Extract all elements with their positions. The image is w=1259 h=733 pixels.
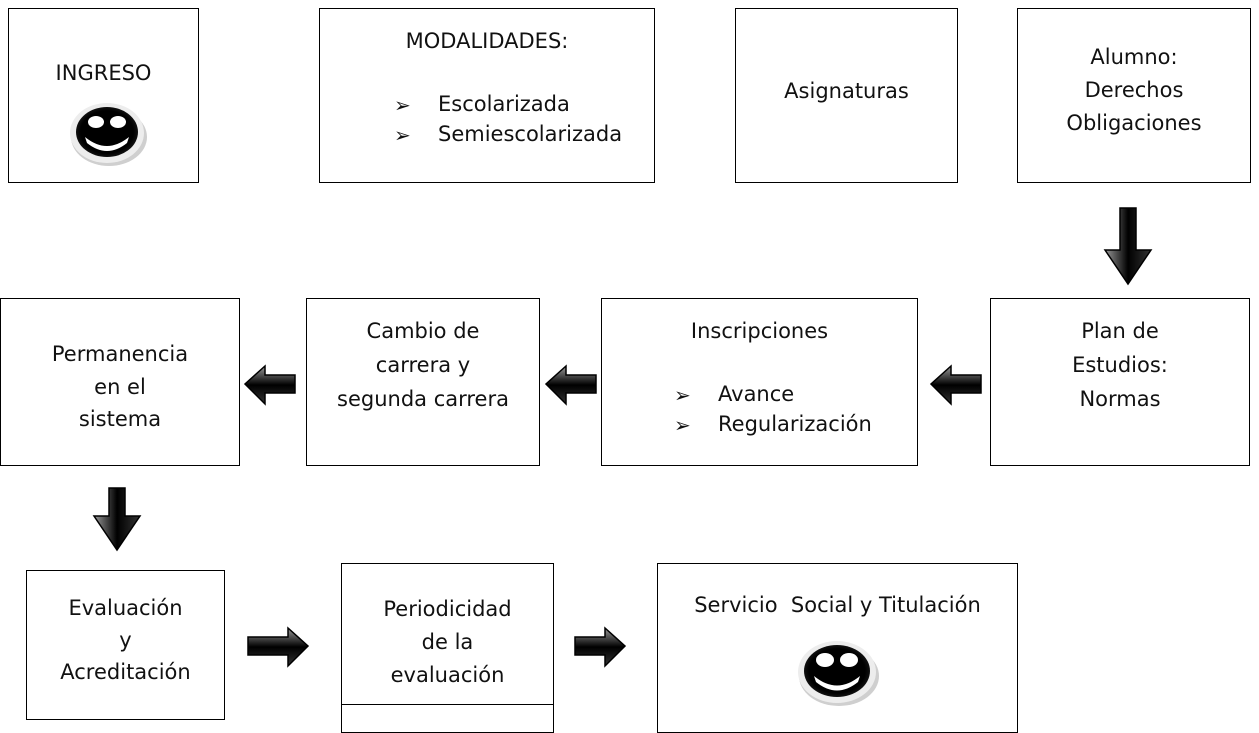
cambio-box: Cambio de carrera y segunda carrera — [306, 298, 540, 466]
inscripciones-box: Inscripciones ➢Avance ➢Regularización — [601, 298, 918, 466]
permanencia-box: Permanencia en el sistema — [0, 298, 240, 466]
arrow-down-icon — [92, 487, 142, 552]
permanencia-line-3: sistema — [78, 407, 162, 431]
arrowhead-bullet-icon: ➢ — [674, 413, 691, 437]
inscripciones-list: ➢Avance ➢Regularización — [672, 379, 872, 439]
divider — [341, 704, 554, 705]
servicio-box: Servicio Social y Titulación — [657, 563, 1018, 733]
evaluacion-line-2: y — [119, 628, 132, 652]
permanencia-line-2: en el — [94, 375, 146, 399]
periodicidad-line-2: de la — [421, 630, 474, 654]
plan-line-3: Normas — [1079, 387, 1161, 411]
plan-line-1: Plan de — [1081, 319, 1159, 343]
asignaturas-box: Asignaturas — [735, 8, 958, 183]
periodicidad-box: Periodicidad de la evaluación — [341, 563, 554, 733]
servicio-title: Servicio Social y Titulación — [694, 593, 981, 617]
list-item: ➢Semiescolarizada — [392, 119, 622, 149]
arrow-left-icon — [243, 364, 296, 406]
arrow-right-icon — [574, 626, 627, 668]
plan-line-2: Estudios: — [1072, 353, 1168, 377]
arrowhead-bullet-icon: ➢ — [674, 383, 691, 407]
plan-box: Plan de Estudios: Normas — [990, 298, 1250, 466]
arrowhead-bullet-icon: ➢ — [394, 93, 411, 117]
inscripciones-title: Inscripciones — [690, 319, 829, 343]
cambio-line-1: Cambio de — [366, 319, 480, 343]
evaluacion-line-1: Evaluación — [68, 596, 183, 620]
arrow-left-icon — [929, 364, 982, 406]
alumno-line-2: Derechos — [1084, 78, 1184, 102]
permanencia-line-1: Permanencia — [51, 342, 189, 366]
cambio-line-2: carrera y — [375, 353, 471, 377]
cambio-line-3: segunda carrera — [337, 387, 509, 411]
smiley-face-icon — [70, 103, 147, 166]
list-item: ➢Avance — [672, 379, 872, 409]
modalidades-box: MODALIDADES: ➢Escolarizada ➢Semiescolari… — [319, 8, 655, 183]
alumno-line-3: Obligaciones — [1066, 111, 1202, 135]
alumno-box: Alumno: Derechos Obligaciones — [1017, 8, 1251, 183]
arrow-right-icon — [247, 626, 310, 668]
arrow-down-icon — [1103, 207, 1153, 286]
arrow-left-icon — [544, 364, 597, 406]
evaluacion-line-3: Acreditación — [60, 660, 191, 684]
asignaturas-title: Asignaturas — [784, 79, 909, 103]
periodicidad-line-3: evaluación — [390, 663, 505, 687]
arrowhead-bullet-icon: ➢ — [394, 123, 411, 147]
list-item: ➢Escolarizada — [392, 89, 622, 119]
smiley-face-icon — [798, 641, 879, 706]
periodicidad-line-1: Periodicidad — [383, 597, 512, 621]
evaluacion-box: Evaluación y Acreditación — [26, 570, 225, 720]
ingreso-box: INGRESO — [8, 8, 199, 183]
modalidades-list: ➢Escolarizada ➢Semiescolarizada — [392, 89, 622, 149]
ingreso-title: INGRESO — [55, 61, 152, 85]
modalidades-title: MODALIDADES: — [405, 29, 569, 53]
alumno-line-1: Alumno: — [1090, 45, 1178, 69]
list-item: ➢Regularización — [672, 409, 872, 439]
